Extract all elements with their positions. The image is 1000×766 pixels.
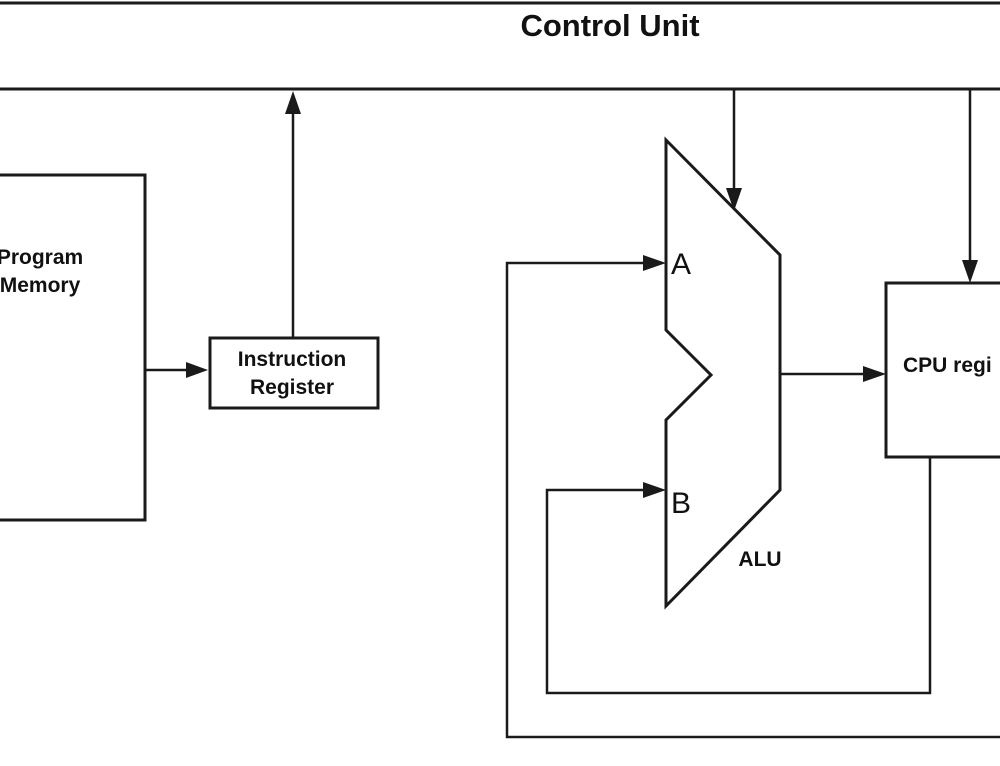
control-unit-title: Control Unit <box>520 8 699 43</box>
control-to-alu-arrowhead <box>726 188 742 211</box>
registers-to-alu-b-feedback <box>545 457 932 695</box>
instruction-register-label-line1: Instruction <box>238 348 347 371</box>
cpu-registers-label: CPU regi <box>903 354 992 377</box>
program-memory-label-line2: Memory <box>0 274 81 297</box>
alu-b-input-arrowhead <box>643 482 666 498</box>
alu-port-a-label: A <box>671 248 691 281</box>
control-unit-box <box>0 1 1000 91</box>
registers-to-alu-b-wire <box>545 457 932 695</box>
alu-to-registers-connector <box>780 366 886 382</box>
program-memory-box <box>0 173 147 522</box>
alu-label: ALU <box>738 548 781 571</box>
control-unit-block: Control Unit <box>0 1 1000 91</box>
memory-to-ir-arrowhead <box>186 362 208 378</box>
instruction-register-block: Instruction Register <box>208 336 380 410</box>
instruction-register-label-line2: Register <box>250 376 334 399</box>
alu-port-b-label: B <box>671 487 691 520</box>
program-memory-label-line1: Program <box>0 246 83 269</box>
ir-to-control-connector <box>285 91 301 338</box>
outer-loop-to-alu-a-wire <box>505 261 1000 739</box>
program-memory-block: Program Memory <box>0 173 147 522</box>
control-to-registers-arrowhead <box>962 260 978 283</box>
cpu-registers-block: CPU regi <box>884 281 1000 459</box>
memory-to-ir-connector <box>145 362 208 378</box>
alu-to-registers-arrowhead <box>863 366 886 382</box>
cpu-registers-box <box>884 281 1000 459</box>
outer-loop-to-alu-a-feedback <box>505 255 1000 739</box>
alu-block: A B ALU <box>664 136 782 610</box>
alu-shape <box>664 136 782 610</box>
control-to-registers-connector <box>962 89 978 283</box>
control-to-alu-connector <box>726 89 742 211</box>
ir-to-control-arrowhead <box>285 91 301 114</box>
alu-a-input-arrowhead <box>643 255 666 271</box>
